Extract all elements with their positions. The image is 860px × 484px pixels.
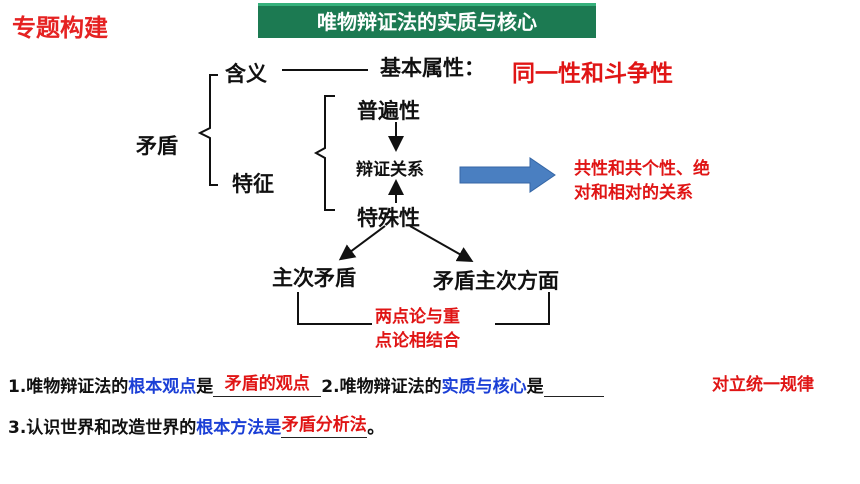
q1-answer: 矛盾的观点	[224, 374, 310, 394]
arrow-note-line1: 共性和共个性、绝	[574, 159, 710, 179]
q1-prefix: 1.唯物辩证法的	[8, 377, 129, 397]
q2-answer: 对立统一规律	[712, 375, 814, 395]
q2-suffix: 是	[526, 377, 544, 397]
node-main-secondary: 主次矛盾	[272, 266, 356, 290]
arrow-note-line2: 对和相对的关系	[574, 183, 693, 203]
node-particularity: 特殊性	[357, 206, 420, 230]
combine-line1: 两点论与重	[375, 307, 460, 327]
q1-suffix: 是	[196, 377, 214, 397]
q1-key: 根本观点	[128, 377, 197, 397]
node-basic-attr: 基本属性：	[380, 56, 485, 80]
feature-brace	[313, 95, 335, 211]
node-contradiction: 矛盾	[136, 134, 178, 158]
q3-blank: 矛盾分析法	[281, 415, 368, 438]
node-feature: 特征	[232, 172, 274, 196]
q2-prefix: 2.唯物辩证法的	[321, 377, 442, 397]
combine-bracket	[297, 292, 372, 325]
node-meaning: 含义	[225, 62, 267, 86]
question-row-3: 3.认识世界和改造世界的根本方法是矛盾分析法。	[8, 413, 384, 438]
combine-line2: 点论相结合	[375, 331, 460, 351]
q3-key: 根本方法是	[196, 418, 282, 438]
q3-prefix: 3.认识世界和改造世界的	[8, 418, 197, 438]
block-arrow	[459, 157, 556, 193]
node-dialectical: 辩证关系	[356, 160, 424, 180]
node-aspects: 矛盾主次方面	[433, 269, 559, 293]
q3-end: 。	[367, 418, 385, 438]
arrow-to-main-secondary	[338, 225, 386, 261]
q2-blank	[543, 378, 604, 397]
basic-attr-value: 同一性和斗争性	[512, 61, 673, 87]
q1-blank: 矛盾的观点	[213, 374, 322, 397]
section-title: 专题构建	[12, 14, 108, 42]
q2-key: 实质与核心	[441, 377, 527, 397]
title-banner: 唯物辩证法的实质与核心	[258, 3, 596, 38]
root-brace	[197, 74, 218, 186]
q3-answer: 矛盾分析法	[281, 415, 367, 435]
node-universality: 普遍性	[357, 99, 420, 123]
arrow-to-aspects	[409, 225, 474, 262]
combine-bracket-right	[495, 292, 550, 325]
